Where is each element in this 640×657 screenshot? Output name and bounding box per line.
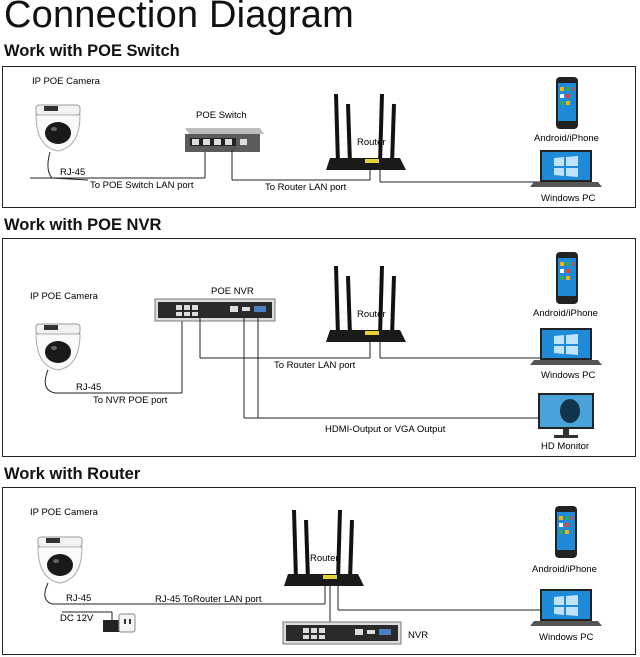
- phone-label-2: Android/iPhone: [533, 308, 598, 319]
- pc-label-2: Windows PC: [541, 370, 596, 381]
- router-label: Router: [357, 137, 386, 148]
- hdmi-label: HDMI-Output or VGA Output: [325, 424, 446, 435]
- monitor-label: HD Monitor: [541, 441, 589, 452]
- router-icon: [324, 264, 408, 344]
- router-icon: [324, 92, 408, 172]
- rj45-label: RJ-45: [60, 167, 85, 178]
- section-heading-router: Work with Router: [4, 465, 141, 483]
- to-switch-label: To POE Switch LAN port: [90, 180, 194, 191]
- router-label-2: Router: [357, 309, 386, 320]
- smartphone-icon: [556, 252, 578, 304]
- to-router-label: To Router LAN port: [265, 182, 347, 193]
- poe-switch-icon: [185, 128, 264, 152]
- section-poe-nvr: [2, 238, 636, 457]
- pc-label-3: Windows PC: [539, 632, 594, 643]
- camera-label-3: IP POE Camera: [30, 507, 99, 518]
- camera-label: IP POE Camera: [32, 76, 101, 87]
- nvr-label-3: NVR: [408, 630, 428, 641]
- router-label-3: Router: [310, 553, 339, 564]
- to-nvr-label: To NVR POE port: [93, 395, 168, 406]
- to-router-label-2: To Router LAN port: [274, 360, 356, 371]
- pc-label: Windows PC: [541, 193, 596, 204]
- section-heading-poe-nvr: Work with POE NVR: [4, 216, 162, 234]
- dome-camera-icon: [37, 536, 83, 584]
- nvr-label: POE NVR: [211, 286, 254, 297]
- section-poe-switch: [2, 66, 636, 208]
- laptop-icon: [530, 328, 602, 365]
- phone-label: Android/iPhone: [534, 133, 599, 144]
- nvr-icon: [282, 621, 402, 645]
- power-outlet-icon: [103, 613, 136, 633]
- camera-label-2: IP POE Camera: [30, 291, 99, 302]
- monitor-icon: [538, 393, 594, 438]
- dome-camera-icon: [35, 323, 81, 371]
- laptop-icon: [530, 589, 602, 626]
- router-icon: [282, 508, 366, 588]
- smartphone-icon: [555, 506, 577, 558]
- laptop-icon: [530, 150, 602, 187]
- nvr-icon: [154, 298, 276, 322]
- rj45-label-2: RJ-45: [76, 382, 101, 393]
- rj45-label-3: RJ-45: [66, 593, 91, 604]
- switch-label: POE Switch: [196, 110, 247, 121]
- section-router: [2, 487, 636, 655]
- phone-label-3: Android/iPhone: [532, 564, 597, 575]
- smartphone-icon: [556, 77, 578, 129]
- to-router-label-3: RJ-45 ToRouter LAN port: [155, 594, 262, 605]
- dome-camera-icon: [35, 104, 81, 152]
- dc-label: DC 12V: [60, 613, 94, 624]
- page-title: Connection Diagram: [4, 0, 354, 36]
- section-heading-poe-switch: Work with POE Switch: [4, 42, 180, 60]
